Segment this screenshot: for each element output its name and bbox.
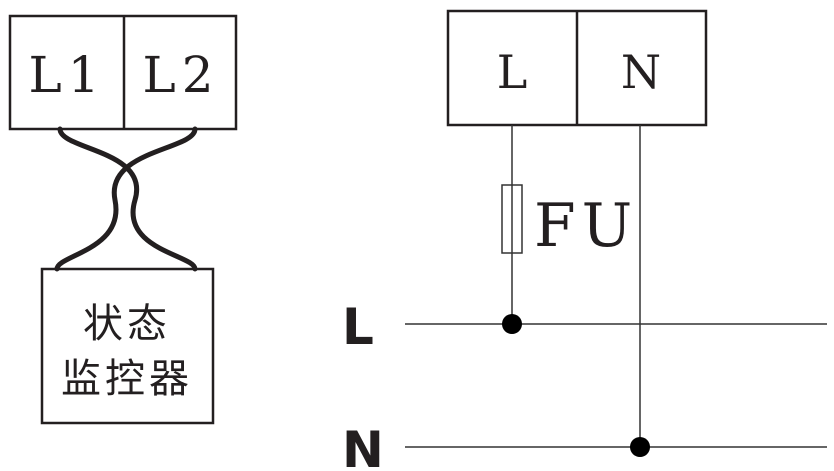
neutral-junction-dot	[630, 437, 650, 457]
twisted-pair-wires	[54, 126, 198, 272]
fuse: FU	[501, 184, 638, 261]
terminal-n-label: N	[621, 45, 661, 99]
status-monitor-label-line1: 状态	[83, 301, 171, 347]
status-monitor-label-line2: 监控器	[61, 356, 193, 402]
status-monitor-box: 状态 监控器	[40, 267, 215, 425]
bus-lines: L N	[342, 298, 827, 471]
left-terminal-block: L1 L2	[8, 14, 238, 131]
status-monitor-frame	[40, 267, 215, 425]
twisted-wire-b	[54, 126, 198, 272]
right-terminal-block: L N	[446, 9, 708, 127]
fuse-label: FU	[534, 191, 638, 261]
live-bus-label: L	[342, 298, 374, 356]
neutral-bus-label: N	[342, 421, 384, 471]
twisted-wire-a	[57, 126, 198, 272]
terminal-l1-label: L1	[28, 46, 105, 104]
terminal-l-label: L	[497, 45, 528, 99]
terminal-l2-label: L2	[142, 46, 219, 104]
live-junction-dot	[502, 314, 522, 334]
